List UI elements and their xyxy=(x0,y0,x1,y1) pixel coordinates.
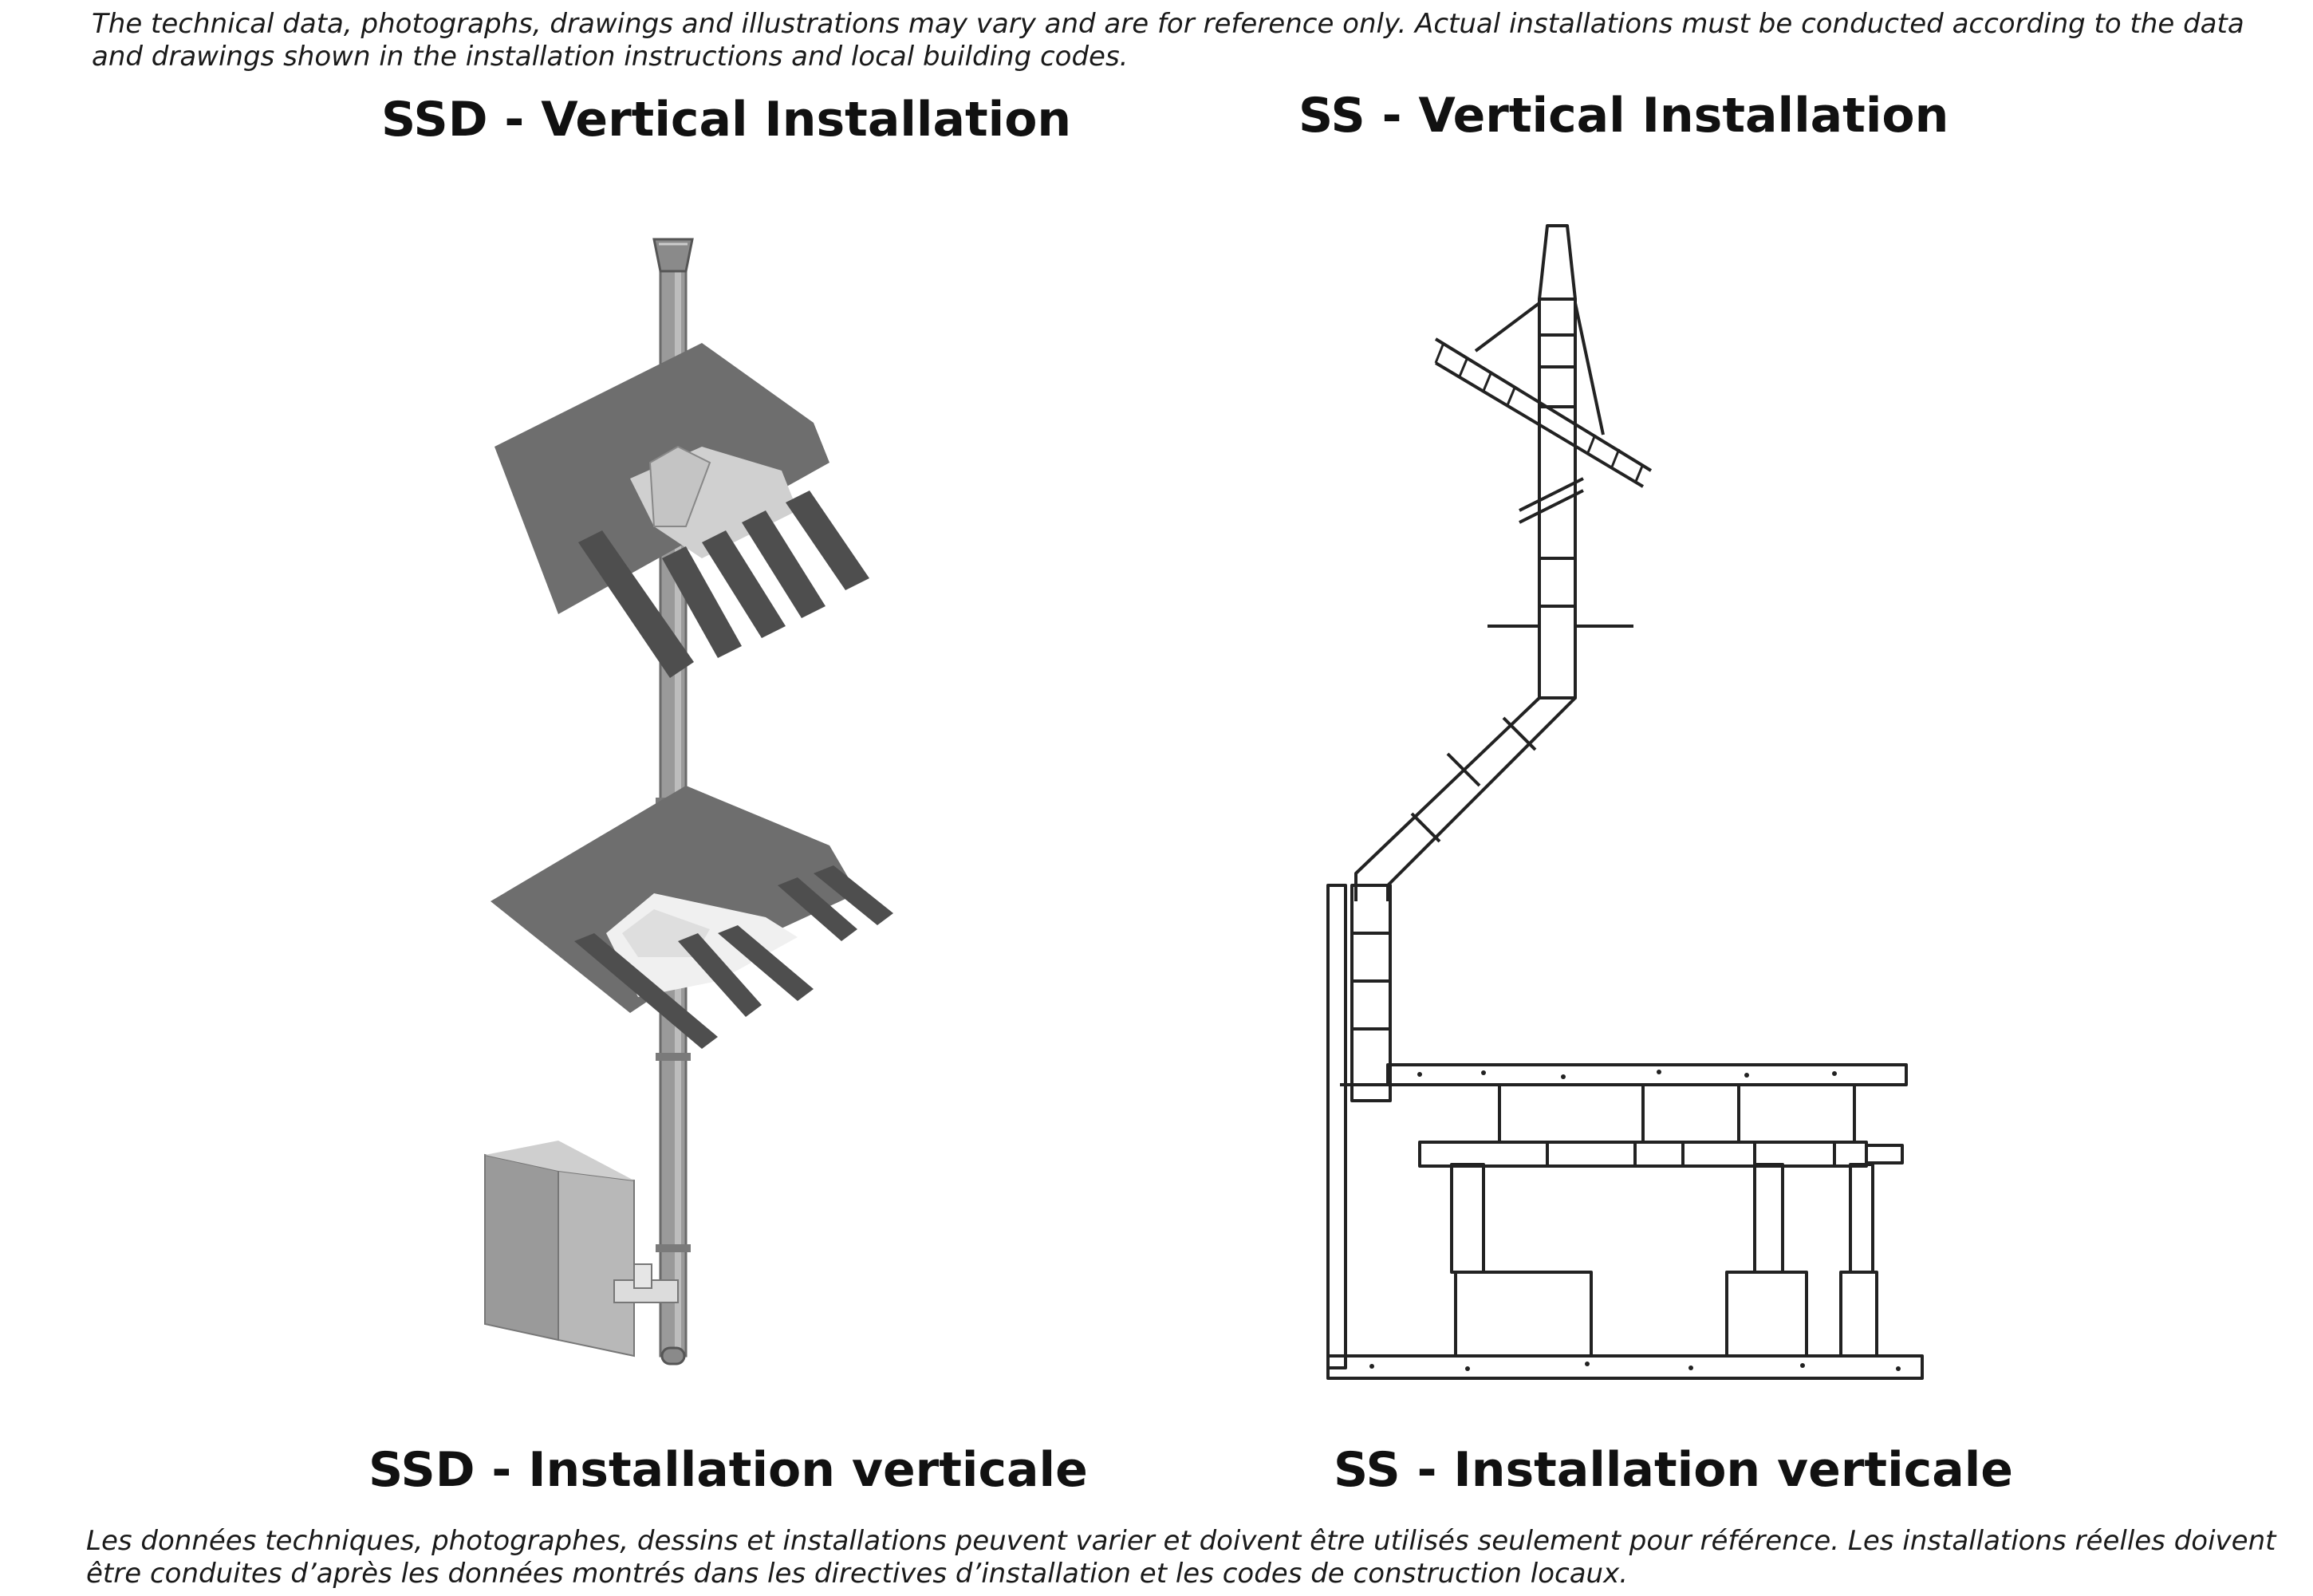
ss-appliance-3 xyxy=(1839,1271,1878,1358)
ssd-floor-assembly xyxy=(491,786,893,1049)
ss-roof xyxy=(1434,337,1653,488)
disclaimer-english: The technical data, photographs, drawing… xyxy=(92,8,2244,73)
disclaimer-french: Les données techniques, photographes, de… xyxy=(86,1525,2276,1590)
ss-rain-cap xyxy=(1538,224,1577,301)
ss-horizontal-pipe xyxy=(1418,1141,1868,1168)
ss-ceiling-slab xyxy=(1386,1063,1908,1086)
ss-title-french: SS - Installation verticale xyxy=(1334,1442,2013,1498)
ssd-title-english: SSD - Vertical Installation xyxy=(381,92,1072,148)
ssd-title-french: SSD - Installation verticale xyxy=(368,1442,1088,1498)
ss-appliance-1 xyxy=(1454,1271,1593,1358)
ssd-roof-assembly xyxy=(495,343,869,678)
ss-appliance-2 xyxy=(1725,1271,1808,1358)
ss-title-english: SS - Vertical Installation xyxy=(1298,88,1949,144)
ss-floor-slab xyxy=(1326,1354,1924,1380)
ss-upper-pipe xyxy=(1538,298,1577,699)
ss-offset-pipe xyxy=(1354,686,1577,901)
ss-wall xyxy=(1326,884,1347,1369)
ssd-appliance xyxy=(484,1141,679,1358)
